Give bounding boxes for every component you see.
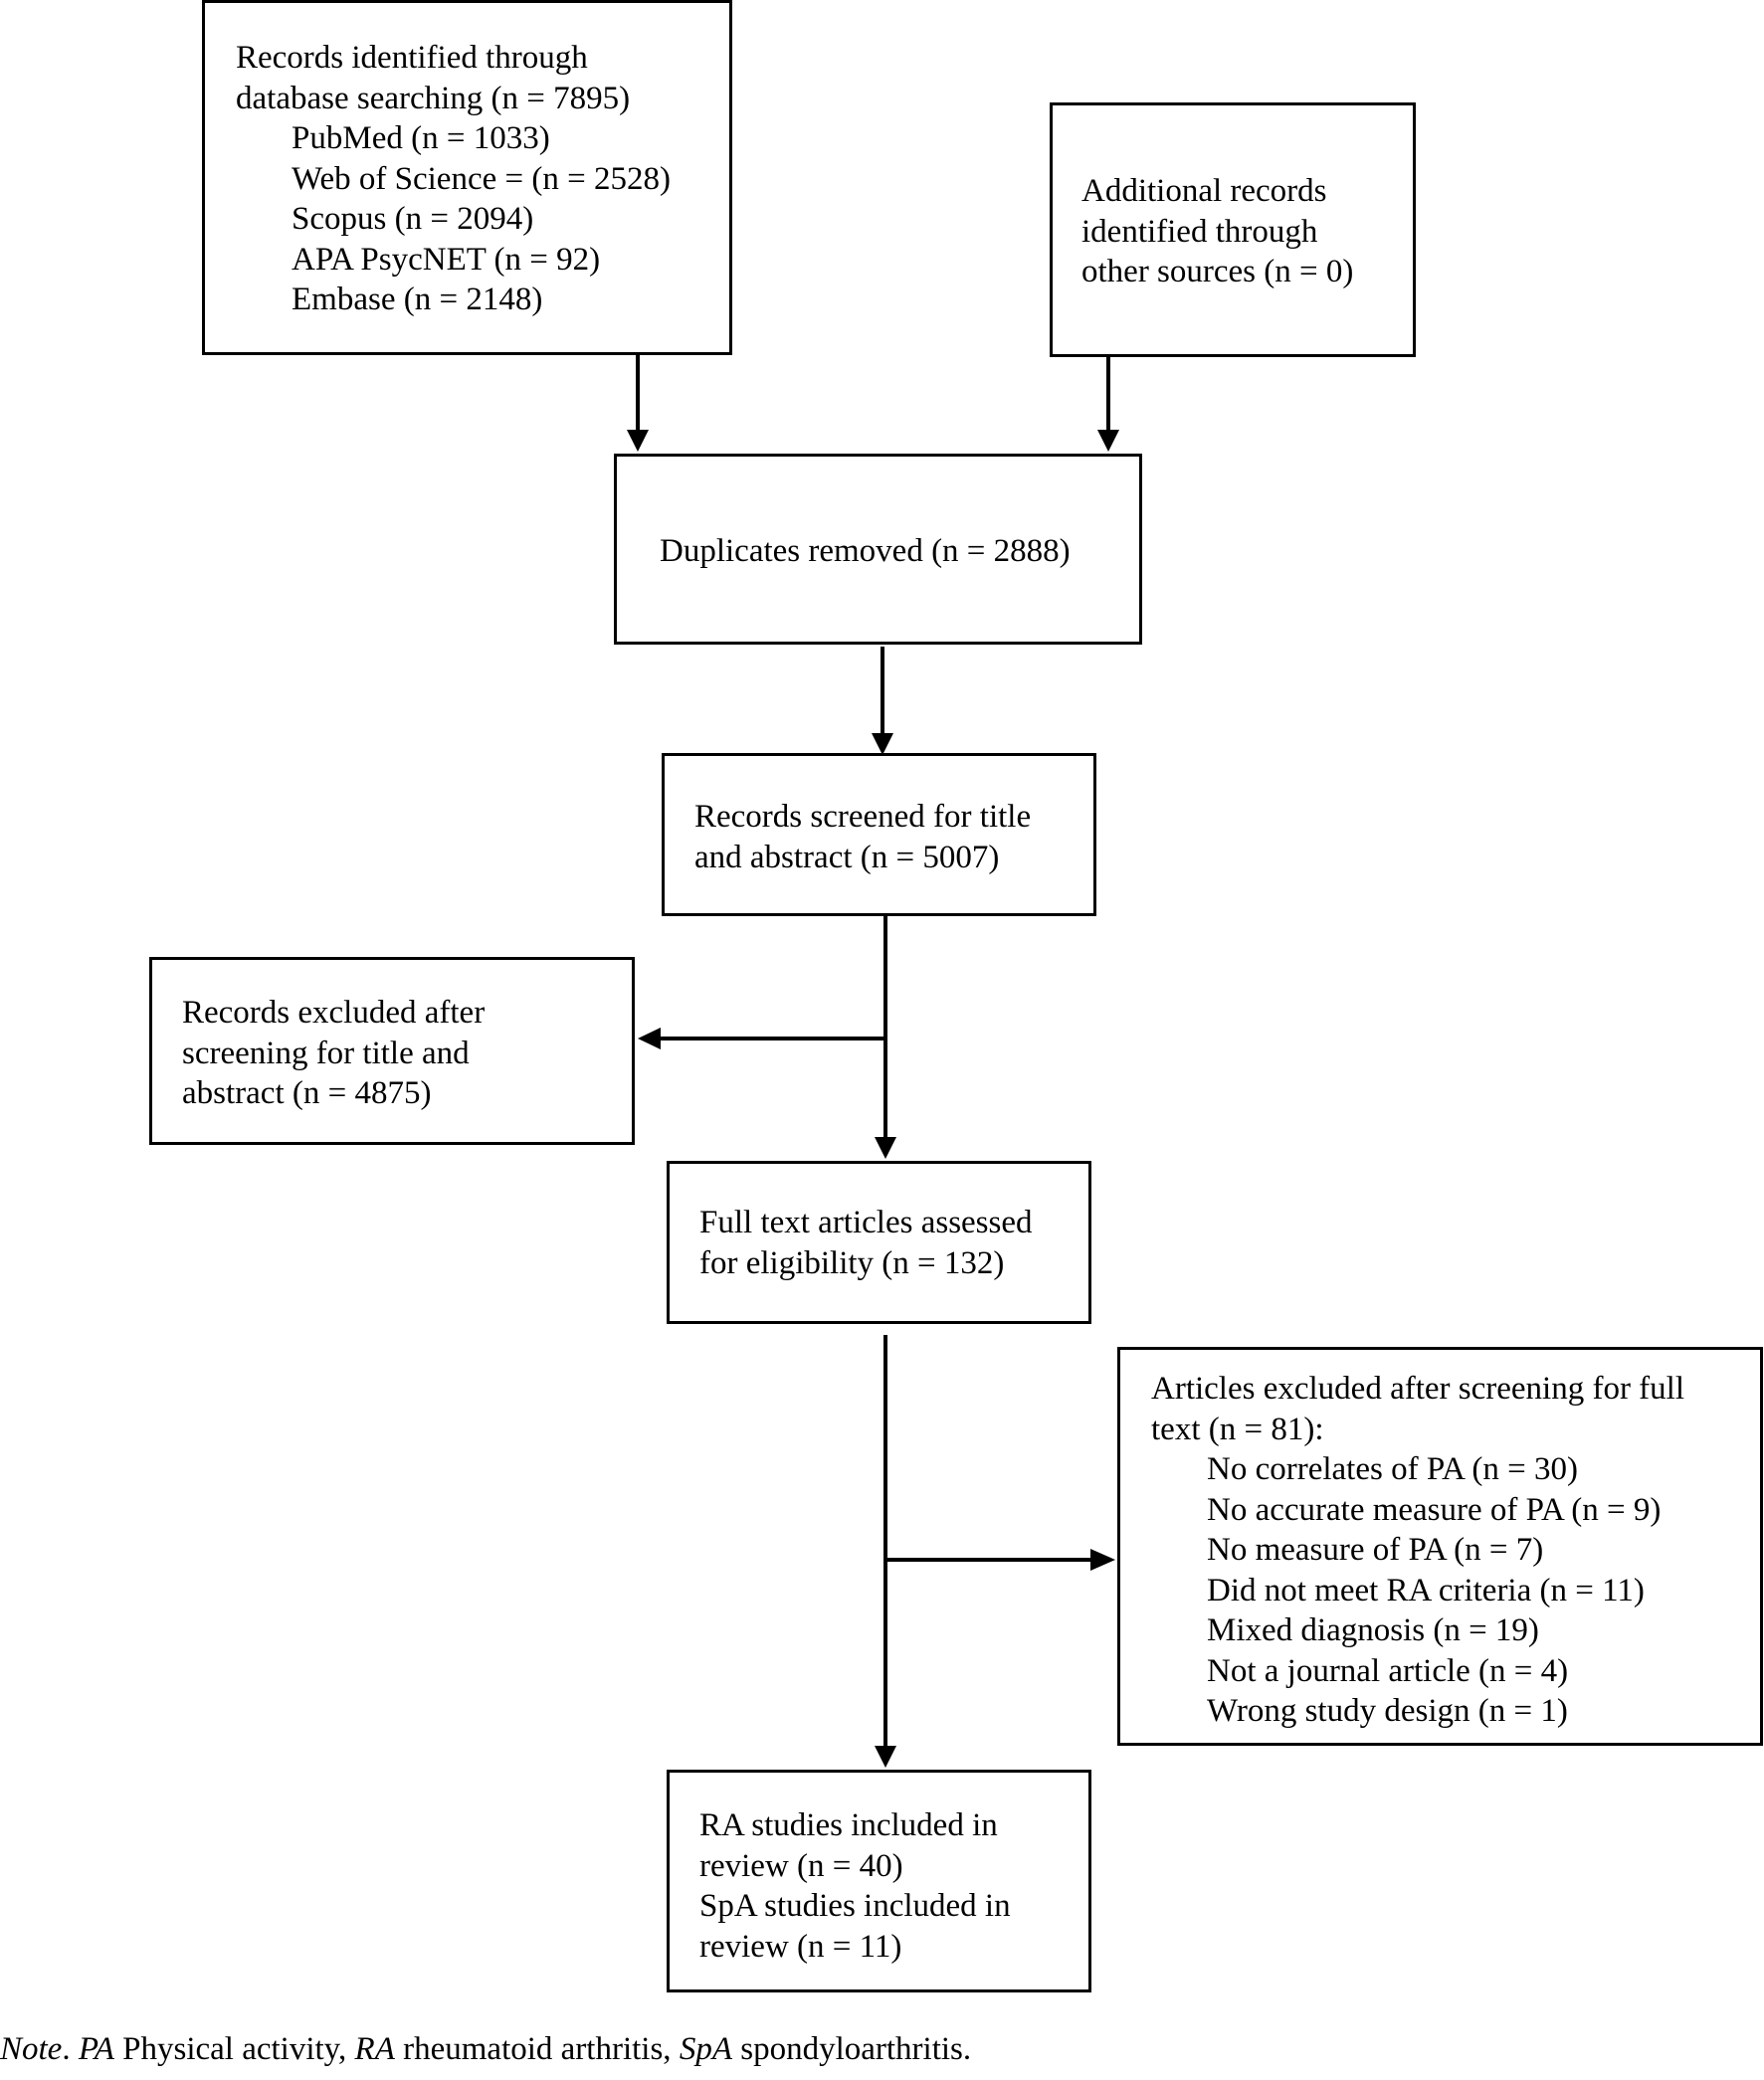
excluded-screening-line1: Records excluded after: [182, 995, 486, 1031]
note-def-pa: Physical activity,: [113, 2031, 355, 2067]
included-line3: SpA studies included in: [699, 1888, 1011, 1924]
arrowhead-duplicates: [872, 733, 893, 755]
box-full-text-assessed: Full text articles assessed for eligibil…: [667, 1161, 1091, 1324]
box-records-screened: Records screened for title and abstract …: [662, 753, 1096, 916]
source-apa-psycnet: APA PsycNET (n = 92): [292, 241, 601, 278]
reason-wrong-study-design: Wrong study design (n = 1): [1207, 1693, 1568, 1729]
excluded-screening-line2: screening for title and: [182, 1035, 470, 1071]
note-label: Note: [0, 2031, 63, 2067]
duplicates-text: Duplicates removed (n = 2888): [660, 533, 1071, 569]
note-abbr-pa: PA: [78, 2031, 114, 2067]
note-def-ra: rheumatoid arthritis,: [394, 2031, 680, 2067]
additional-line2: identified through: [1081, 213, 1318, 250]
note-def-spa: spondyloarthritis.: [731, 2031, 972, 2067]
screened-line1: Records screened for title: [694, 799, 1032, 835]
excluded-full-text-line2: text (n = 81):: [1151, 1411, 1324, 1447]
box-duplicates-removed: Duplicates removed (n = 2888): [614, 454, 1142, 645]
source-scopus: Scopus (n = 2094): [292, 201, 534, 237]
reason-mixed-diagnosis: Mixed diagnosis (n = 19): [1207, 1612, 1539, 1648]
source-web-of-science: Web of Science = (n = 2528): [292, 160, 671, 197]
records-identified-line2: database searching (n = 7895): [236, 80, 631, 116]
box-additional-records: Additional records identified through ot…: [1050, 102, 1416, 357]
excluded-screening-line3: abstract (n = 4875): [182, 1075, 432, 1111]
note-abbr-ra: RA: [354, 2031, 395, 2067]
note-sep: .: [62, 2031, 79, 2067]
full-text-line1: Full text articles assessed: [699, 1205, 1033, 1240]
additional-line1: Additional records: [1081, 173, 1327, 209]
reason-ra-criteria: Did not meet RA criteria (n = 11): [1207, 1572, 1645, 1608]
reason-no-accurate-measure: No accurate measure of PA (n = 9): [1207, 1491, 1662, 1528]
box-records-excluded-screening: Records excluded after screening for tit…: [149, 957, 635, 1145]
included-line1: RA studies included in: [699, 1807, 998, 1843]
arrowhead-included: [875, 1746, 896, 1768]
screened-line2: and abstract (n = 5007): [694, 839, 1000, 875]
box-records-identified: Records identified through database sear…: [202, 0, 732, 355]
included-line4: review (n = 11): [699, 1928, 902, 1965]
records-identified-line1: Records identified through: [236, 40, 588, 76]
full-text-line2: for eligibility (n = 132): [699, 1244, 1005, 1281]
figure-note: Note. PA Physical activity, RA rheumatoi…: [0, 2029, 971, 2069]
arrowhead-identification: [627, 430, 649, 452]
box-articles-excluded-full-text: Articles excluded after screening for fu…: [1117, 1347, 1763, 1746]
included-line2: review (n = 40): [699, 1847, 903, 1884]
box-studies-included: RA studies included in review (n = 40) S…: [667, 1770, 1091, 1992]
additional-line3: other sources (n = 0): [1081, 254, 1354, 289]
source-embase: Embase (n = 2148): [292, 282, 543, 317]
arrowhead-excluded-screening: [638, 1028, 661, 1049]
reason-no-correlates: No correlates of PA (n = 30): [1207, 1451, 1578, 1487]
reason-no-measure: No measure of PA (n = 7): [1207, 1532, 1544, 1568]
arrowhead-fulltext: [875, 1137, 896, 1159]
note-abbr-spa: SpA: [679, 2031, 732, 2067]
source-pubmed: PubMed (n = 1033): [292, 120, 550, 156]
reason-not-journal-article: Not a journal article (n = 4): [1207, 1652, 1569, 1689]
arrowhead-additional: [1097, 430, 1119, 452]
arrowhead-excluded-fulltext: [1090, 1549, 1115, 1571]
excluded-full-text-line1: Articles excluded after screening for fu…: [1151, 1371, 1685, 1407]
